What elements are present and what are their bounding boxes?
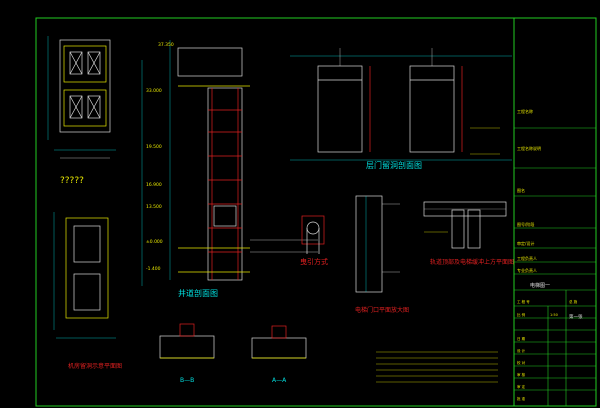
hall-plan: [355, 195, 400, 293]
elevation-6: -1.400: [146, 266, 161, 272]
svg-text:批 准: 批 准: [517, 396, 526, 401]
svg-text:工 程 号: 工 程 号: [517, 299, 530, 304]
section-aa-detail: [251, 325, 307, 359]
svg-text:设 计: 设 计: [517, 348, 526, 353]
svg-text:审 定: 审 定: [517, 384, 526, 389]
hall-plan-title: 电梯门口平面放大图: [355, 306, 409, 314]
svg-text:比 例: 比 例: [517, 312, 526, 317]
shaft-section: [141, 40, 318, 286]
notes-block: [376, 351, 498, 383]
right-detail-title: 轨道顶部及电梯缓冲上方平面图: [430, 258, 514, 266]
svg-text:总 施: 总 施: [569, 299, 578, 304]
svg-text:审 核: 审 核: [517, 372, 526, 377]
title-label-6: 专业负责人: [517, 267, 537, 273]
title-label-3: 图号/阶段: [517, 221, 534, 227]
shaft-title: 井道剖面图: [178, 288, 218, 298]
svg-text:日 期: 日 期: [517, 336, 526, 341]
section-bb-label: B—B: [180, 377, 194, 384]
top-left-caption: ?????: [60, 176, 84, 186]
title-block: [514, 127, 596, 406]
elevation-4: 13.500: [146, 204, 162, 210]
title-label-5: 工程负责人: [517, 255, 537, 261]
section-aa-label: A—A: [272, 377, 287, 384]
traction-diagram: [301, 215, 325, 254]
title-label-2: 图名: [517, 187, 525, 193]
section-bb-detail: [159, 323, 215, 359]
door-section: [290, 48, 512, 161]
elevation-3: 16.900: [146, 182, 162, 188]
title-label-1: 工程名称说明: [517, 145, 541, 151]
title-label-0: 工程名称: [517, 108, 533, 114]
machine-room-title: 机房留洞示意平面图: [68, 362, 122, 370]
title-label-4: 审定/设计: [517, 240, 534, 246]
machine-room-plan: [47, 36, 116, 159]
svg-text:校 对: 校 对: [517, 360, 526, 365]
elevation-0: 37.350: [158, 42, 174, 48]
svg-text:1:50: 1:50: [550, 313, 558, 317]
drawing-frame: [35, 17, 597, 407]
lower-left-plan: [53, 212, 116, 339]
elevation-1: 33.000: [146, 88, 162, 94]
right-detail: [423, 201, 507, 249]
sheet-number: 第一张: [569, 313, 583, 320]
elevation-5: ±0.000: [146, 239, 163, 245]
sheet-name: 电梯图一: [530, 282, 550, 289]
door-section-title: 层门留洞剖面图: [366, 160, 422, 170]
elevation-2: 19.500: [146, 144, 162, 150]
traction-title: 曳引方式: [300, 257, 328, 266]
